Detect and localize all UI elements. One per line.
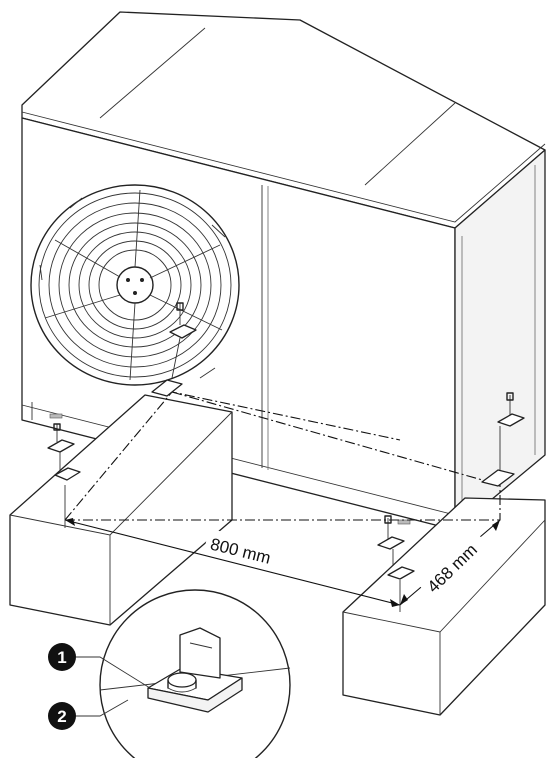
callout-2-number: 2 [57, 707, 66, 726]
mounting-foot-front-left [47, 423, 81, 481]
dimension-800 [64, 518, 401, 612]
callout-2: 2 [48, 702, 76, 730]
fan-grille [30, 184, 240, 386]
detail-magnifier [99, 589, 291, 758]
unit-side-face [454, 149, 546, 531]
callout-1-number: 1 [57, 648, 66, 667]
mounting-foot-back-left [151, 302, 197, 397]
mounting-foot-front-right [377, 515, 415, 580]
callout-1: 1 [48, 643, 76, 671]
mounting-foot-back-right [481, 392, 525, 487]
concrete-block-right [342, 497, 546, 716]
dimension-800-label: 800 mm [203, 528, 289, 574]
